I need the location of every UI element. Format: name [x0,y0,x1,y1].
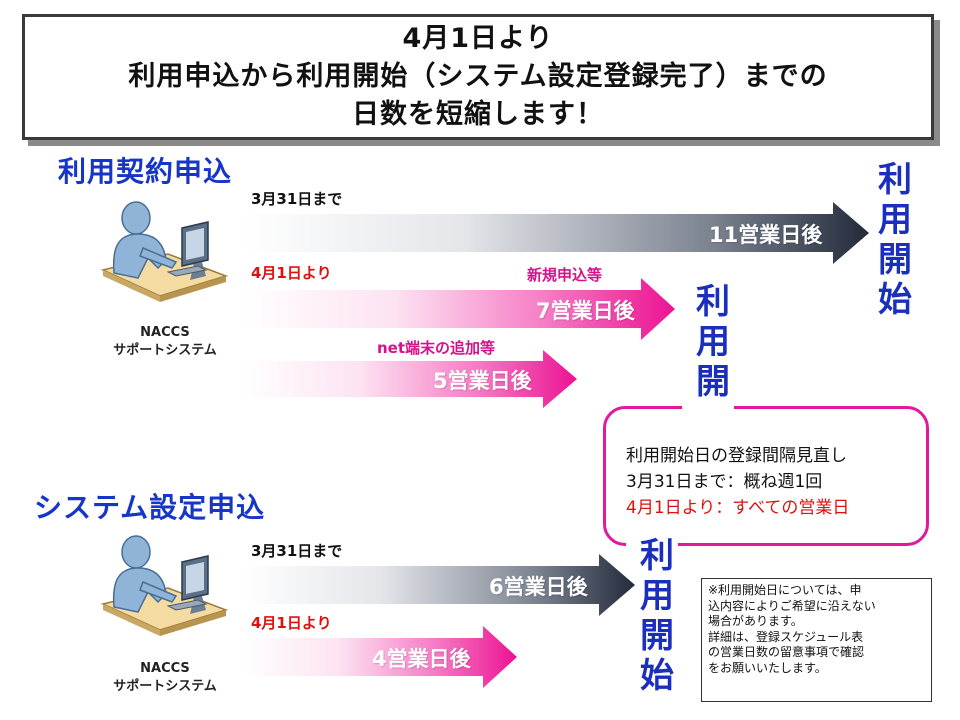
arrow-label: 11営業日後 [709,223,823,247]
callout-box: 利用開始日の登録間隔見直し 3月31日まで：概ね週1回 4月1日より：すべての営… [603,406,929,546]
note-line: 場合があります。 [708,614,803,629]
person-computer-icon [98,532,229,641]
section1-heading: 利用契約申込 [58,155,233,188]
title-line-1: 4月1日より [402,23,554,54]
callout-line-2: 3月31日まで：概ね週1回 [626,472,823,492]
before-date-label: 3月31日まで [251,542,343,560]
start-char: 始 [640,656,674,696]
start-char: 用 [696,322,730,362]
title-line-2: 利用申込から利用開始（システム設定登録完了）までの [128,61,828,92]
arrow-7-business-days: 7営業日後 [243,278,677,340]
start-char: 用 [878,200,912,240]
icon-label-naccs: NACCS [140,661,190,676]
callout-line-1: 利用開始日の登録間隔見直し [626,446,847,466]
section2-heading: システム設定申込 [34,491,266,524]
icon-label-naccs: NACCS [140,325,190,340]
title-line-3: 日数を短縮します！ [352,99,604,130]
callout-line-3: 4月1日より：すべての営業日 [626,498,850,518]
icon-label-support-system: サポートシステム [113,679,217,694]
person-computer-icon [98,198,229,307]
after-date-label: 4月1日より [251,614,332,632]
arrow-label: 7営業日後 [536,299,635,323]
note-line: の営業日数の留意事項で確認 [708,645,865,660]
new-application-label: 新規申込等 [527,266,603,284]
callout-gap-bottom [626,538,678,552]
note-box: ※利用開始日については、申 込内容によりご希望に沿えない 場合があります。 詳細… [701,578,932,702]
note-line: 込内容によりご希望に沿えない [708,598,876,613]
start-of-use-label-top: 利 用 開 始 [878,160,912,320]
arrow-11-business-days: 11営業日後 [243,202,871,264]
arrow-5-business-days: 5営業日後 [243,350,579,408]
note-line: ※利用開始日については、申 [708,583,862,597]
start-char: 利 [878,160,912,200]
arrow-label: 6営業日後 [489,575,588,599]
start-of-use-label-bottom: 利 用 開 始 [640,536,674,696]
start-char: 開 [696,362,730,402]
arrow-label: 5営業日後 [433,369,532,393]
start-char: 利 [696,282,730,322]
note-line: をお願いいたします。 [708,660,827,675]
start-char: 利 [640,536,674,576]
start-char: 始 [878,280,912,320]
before-date-label: 3月31日まで [251,190,343,208]
icon-label-support-system: サポートシステム [113,343,217,358]
start-char: 開 [640,616,674,656]
note-line: 詳細は、登録スケジュール表 [708,629,864,644]
callout-gap-top [682,398,734,412]
start-char: 用 [640,576,674,616]
arrow-6-business-days: 6営業日後 [243,554,637,616]
arrow-label: 4営業日後 [372,647,471,671]
arrow-4-business-days: 4営業日後 [243,626,519,688]
net-terminal-label: net端末の追加等 [377,339,496,357]
start-char: 開 [878,240,912,280]
title-box: 4月1日より 利用申込から利用開始（システム設定登録完了）までの 日数を短縮しま… [22,14,934,140]
after-date-label: 4月1日より [251,264,332,282]
